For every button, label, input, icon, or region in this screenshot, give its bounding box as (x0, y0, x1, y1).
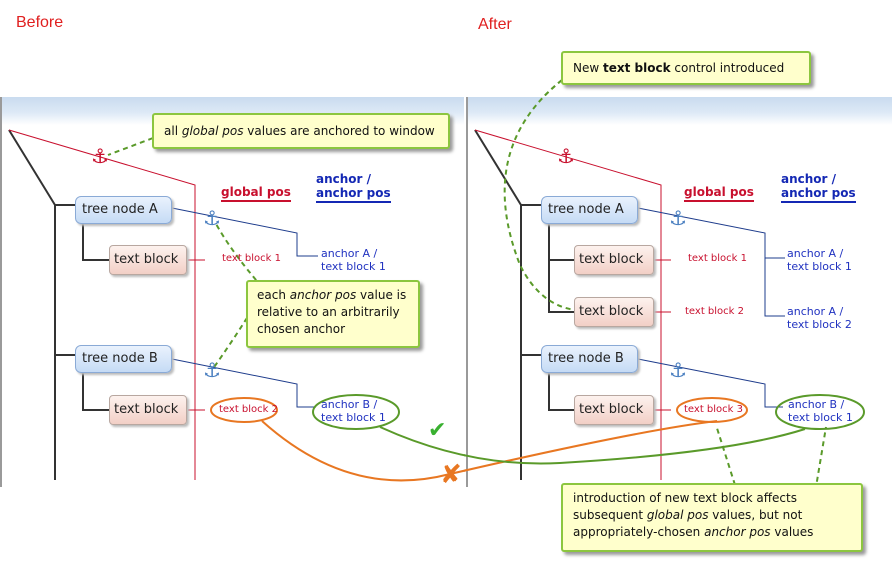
new-text-block[interactable]: text block (574, 297, 654, 327)
anchor-pos-label: anchor B / text block 1 (321, 398, 386, 424)
anchor-pos-header: anchor / anchor pos (781, 172, 856, 203)
global-pos-label: text block 2 (685, 306, 744, 317)
note-window-anchored: all global pos values are anchored to wi… (152, 113, 450, 149)
text-block[interactable]: text block (109, 395, 187, 425)
anchor-icon: ⚓ (669, 358, 687, 382)
tree-node-b[interactable]: tree node B (541, 345, 638, 373)
after-heading: After (478, 16, 512, 33)
global-pos-label: text block 1 (688, 253, 747, 264)
note-effect: introduction of new text block affects s… (561, 483, 863, 552)
tree-node-a[interactable]: tree node A (75, 196, 172, 224)
note-new-control: New text block control introduced (561, 51, 811, 85)
note-anchor-relative: each anchor pos value is relative to an … (246, 280, 420, 348)
anchor-pos-label: anchor B / text block 1 (788, 398, 853, 424)
text-block[interactable]: text block (574, 245, 654, 275)
cross-icon: ✘ (440, 460, 462, 490)
global-pos-label: text block 1 (222, 253, 281, 264)
global-pos-label: text block 3 (684, 404, 743, 415)
anchor-icon: ⚓ (203, 358, 221, 382)
anchor-pos-header: anchor / anchor pos (316, 172, 391, 203)
anchor-icon: ⚓ (203, 206, 221, 230)
text-block[interactable]: text block (574, 395, 654, 425)
anchor-icon: ⚓ (669, 206, 687, 230)
global-pos-header: global pos (684, 185, 754, 202)
tree-node-b[interactable]: tree node B (75, 345, 172, 373)
anchor-pos-label: anchor A / text block 1 (787, 247, 852, 273)
text-block[interactable]: text block (109, 245, 187, 275)
before-heading: Before (16, 14, 64, 31)
anchor-pos-label: anchor A / text block 2 (787, 305, 852, 331)
global-pos-label: text block 2 (219, 404, 278, 415)
anchor-pos-label: anchor A / text block 1 (321, 247, 386, 273)
global-pos-header: global pos (221, 185, 291, 202)
tree-node-a[interactable]: tree node A (541, 196, 638, 224)
anchor-icon: ⚓ (91, 144, 109, 168)
anchor-icon: ⚓ (557, 144, 575, 168)
check-icon: ✔ (428, 418, 447, 443)
